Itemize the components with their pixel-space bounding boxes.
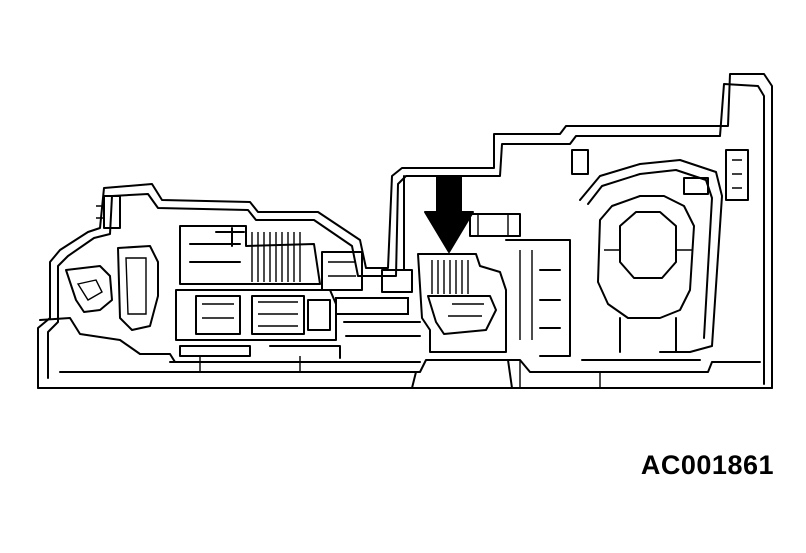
output-shaft xyxy=(169,356,601,389)
planetary-gearset xyxy=(175,289,341,359)
figure-reference-code: AC001861 xyxy=(640,450,774,480)
front-pump-housing xyxy=(39,195,236,363)
target-clutch-assembly xyxy=(417,213,571,357)
rear-housing-converter xyxy=(571,149,749,361)
down-arrow-icon xyxy=(424,175,474,253)
clutch-pack-front xyxy=(179,225,321,285)
transmission-housing xyxy=(37,73,773,389)
intermediate-drum xyxy=(321,175,421,337)
